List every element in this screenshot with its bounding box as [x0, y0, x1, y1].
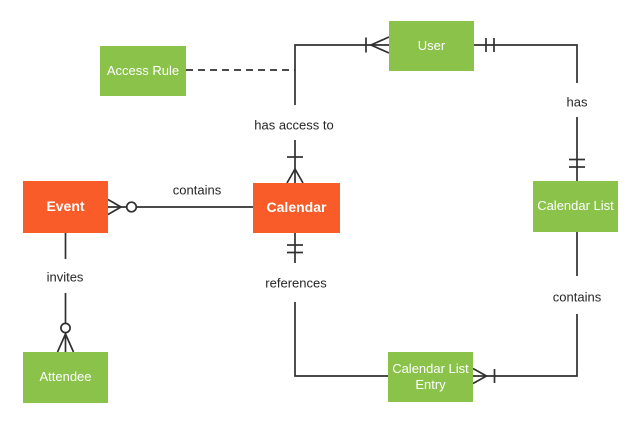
connector-calendarlist-contains-lower	[473, 314, 578, 377]
entity-calendar-list[interactable]: Calendar List	[533, 181, 618, 232]
entity-calendar[interactable]: Calendar	[253, 183, 340, 233]
relationship-label-references: references	[263, 275, 329, 291]
crowfoot-many-user-end	[368, 36, 390, 54]
entity-calendar-list-entry[interactable]: Calendar List Entry	[388, 352, 473, 402]
connector-user-calendarlist-upper	[474, 44, 578, 83]
zero-circle-attendee-end	[60, 322, 71, 334]
crowfoot-many-attendee-top	[56, 331, 75, 353]
relationship-label-contains-list: contains	[550, 289, 604, 305]
relationship-label-has-access-to: has access to	[252, 117, 336, 133]
connector-calendar-references-lower	[294, 302, 388, 377]
entity-user[interactable]: User	[389, 21, 474, 71]
zero-circle-event-end	[125, 201, 138, 213]
crowfoot-many-calendar-top	[286, 167, 304, 184]
relationship-label-invites: invites	[44, 269, 86, 285]
relationship-label-has: has	[564, 94, 590, 110]
connector-user-calendar-upper	[294, 44, 389, 105]
relationship-label-contains-event: contains	[170, 182, 224, 198]
entity-access-rule[interactable]: Access Rule	[100, 46, 186, 96]
crowfoot-many-entry-end	[472, 367, 489, 385]
entity-event[interactable]: Event	[23, 181, 108, 233]
entity-attendee[interactable]: Attendee	[23, 352, 108, 403]
